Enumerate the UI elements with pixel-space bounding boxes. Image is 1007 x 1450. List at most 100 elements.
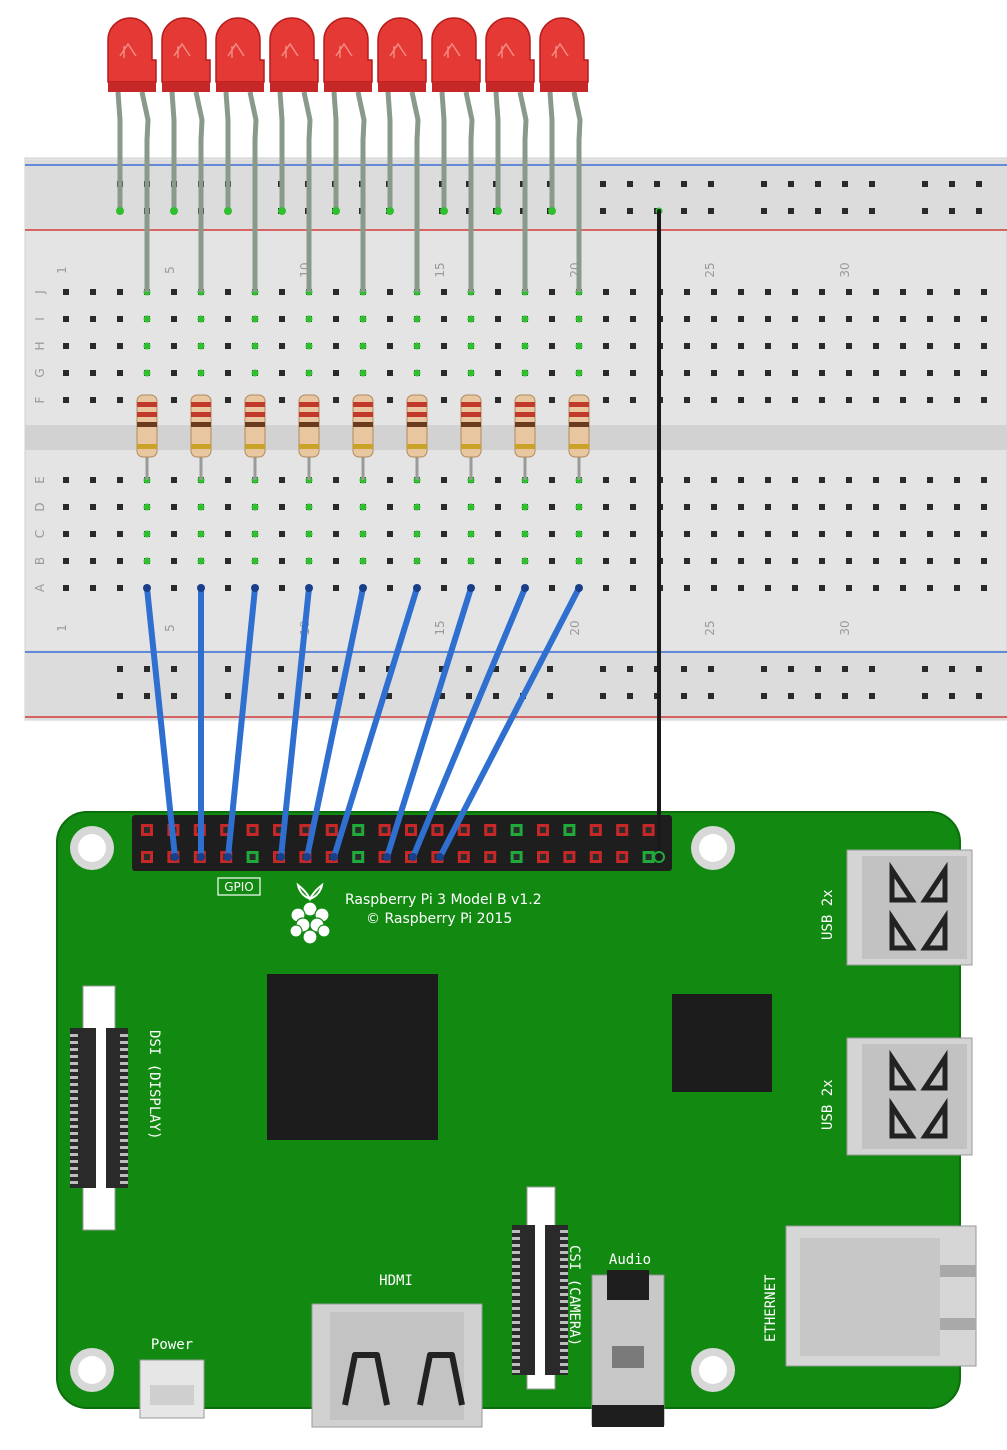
power-rail-hole <box>225 666 231 672</box>
power-rail-hole <box>681 666 687 672</box>
usb-top-label: USB 2x <box>820 889 836 940</box>
breadboard-hole <box>279 370 285 376</box>
breadboard-hole <box>630 531 636 537</box>
power-rail-hole <box>466 666 472 672</box>
power-rail-hole <box>976 208 982 214</box>
breadboard-hole <box>873 316 879 322</box>
row-letter-label: I <box>33 317 47 321</box>
gpio-signal-wire <box>278 585 312 860</box>
connected-hole-marker <box>467 315 475 323</box>
connected-hole-marker <box>305 342 313 350</box>
connected-hole-marker <box>143 315 151 323</box>
column-number-label: 30 <box>838 620 852 635</box>
breadboard-hole <box>684 585 690 591</box>
power-rail-hole <box>117 693 123 699</box>
power-rail-hole <box>842 208 848 214</box>
soc-chip <box>267 974 438 1140</box>
power-rail-hole <box>627 693 633 699</box>
breadboard-hole <box>63 477 69 483</box>
power-rail-hole <box>681 693 687 699</box>
led <box>215 17 265 292</box>
breadboard-hole <box>873 585 879 591</box>
resistors <box>136 394 590 480</box>
breadboard-hole <box>495 316 501 322</box>
breadboard-hole <box>225 558 231 564</box>
breadboard-hole <box>333 477 339 483</box>
breadboard-hole <box>495 504 501 510</box>
connected-hole-marker <box>413 315 421 323</box>
power-rail-hole <box>117 666 123 672</box>
connected-hole-marker <box>197 503 205 511</box>
breadboard-hole <box>90 477 96 483</box>
connected-hole-marker <box>305 503 313 511</box>
breadboard-hole <box>711 531 717 537</box>
power-rail-hole <box>439 693 445 699</box>
power-rail-hole <box>949 181 955 187</box>
breadboard-hole <box>792 289 798 295</box>
connected-hole-marker <box>305 530 313 538</box>
breadboard-hole <box>846 477 852 483</box>
breadboard-hole <box>954 558 960 564</box>
power-rail-hole <box>547 666 553 672</box>
breadboard-hole <box>765 477 771 483</box>
breadboard-hole <box>603 343 609 349</box>
breadboard-hole <box>954 504 960 510</box>
connected-hole-marker <box>575 369 583 377</box>
breadboard-hole <box>630 585 636 591</box>
breadboard-hole <box>684 477 690 483</box>
power-rail-hole <box>708 666 714 672</box>
power-rail-hole <box>439 666 445 672</box>
power-rail-hole <box>922 693 928 699</box>
resistor <box>298 394 320 480</box>
power-rail-hole <box>708 693 714 699</box>
top-power-rail <box>25 160 1007 230</box>
breadboard-hole <box>117 289 123 295</box>
breadboard-hole <box>279 585 285 591</box>
power-rail-hole <box>815 693 821 699</box>
gpio-signal-wire <box>304 585 366 860</box>
mounting-holes <box>70 826 735 1392</box>
breadboard-hole <box>765 504 771 510</box>
breadboard-hole <box>387 316 393 322</box>
connected-hole-marker <box>359 530 367 538</box>
breadboard-hole <box>846 370 852 376</box>
connected-hole-marker <box>521 503 529 511</box>
power-rail-hole <box>332 666 338 672</box>
breadboard-hole <box>333 370 339 376</box>
breadboard-hole <box>819 289 825 295</box>
breadboard-hole <box>684 504 690 510</box>
connected-hole-marker <box>521 369 529 377</box>
usb-controller-chip <box>672 994 772 1092</box>
breadboard-hole <box>441 316 447 322</box>
breadboard-hole <box>495 531 501 537</box>
connected-hole-marker <box>575 315 583 323</box>
breadboard-hole <box>954 343 960 349</box>
power-rail-hole <box>466 693 472 699</box>
breadboard-hole <box>630 370 636 376</box>
connected-hole-marker <box>467 503 475 511</box>
breadboard-hole <box>387 585 393 591</box>
breadboard-hole <box>225 504 231 510</box>
breadboard-hole <box>765 531 771 537</box>
breadboard-hole <box>630 316 636 322</box>
breadboard-hole <box>873 558 879 564</box>
power-rail-hole <box>359 693 365 699</box>
breadboard-hole <box>792 397 798 403</box>
breadboard-hole <box>603 558 609 564</box>
column-number-label: 15 <box>433 620 447 635</box>
breadboard-hole <box>117 370 123 376</box>
breadboard-hole <box>765 316 771 322</box>
resistor <box>514 394 536 480</box>
connected-hole-marker <box>143 503 151 511</box>
resistor <box>352 394 374 480</box>
power-rail-hole <box>600 181 606 187</box>
breadboard-hole <box>711 477 717 483</box>
breadboard-hole <box>927 558 933 564</box>
breadboard-hole <box>873 370 879 376</box>
power-rail-hole <box>708 208 714 214</box>
connected-hole-marker <box>521 557 529 565</box>
power-rail-hole <box>305 693 311 699</box>
connected-hole-marker <box>197 315 205 323</box>
power-rail-hole <box>815 181 821 187</box>
